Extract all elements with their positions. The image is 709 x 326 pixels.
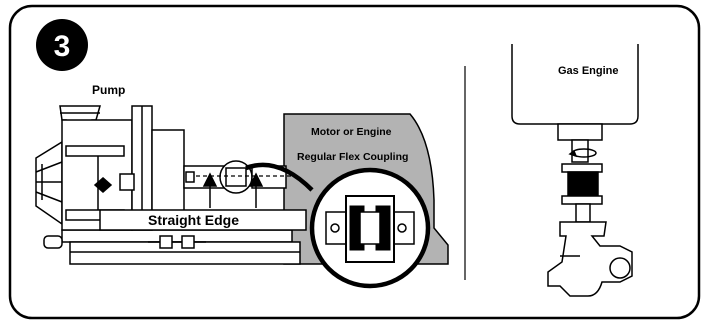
- pump-body-right: [547, 221, 633, 297]
- gas-engine-housing: [511, 44, 639, 125]
- coupling-label: Regular Flex Coupling: [297, 151, 408, 163]
- magnifier-circle-icon: [309, 167, 431, 289]
- pump-label: Pump: [92, 83, 125, 97]
- straight-edge: [99, 209, 307, 231]
- gas-engine-assembly: [511, 44, 639, 297]
- pump-motor-assembly: [35, 105, 449, 265]
- rotation-arrow-icon: [568, 148, 597, 158]
- straight-edge-label: Straight Edge: [148, 212, 239, 228]
- baseplate: [61, 229, 293, 243]
- motor-label: Motor or Engine: [311, 126, 392, 138]
- coupling-block: [567, 171, 599, 197]
- engine-label: Gas Engine: [558, 65, 619, 77]
- magnifier-leader: [245, 162, 314, 192]
- drain-plug: [93, 177, 113, 193]
- step-badge: 3: [36, 19, 88, 71]
- step-number: 3: [54, 30, 71, 63]
- alignment-arrow-icon: [202, 172, 264, 208]
